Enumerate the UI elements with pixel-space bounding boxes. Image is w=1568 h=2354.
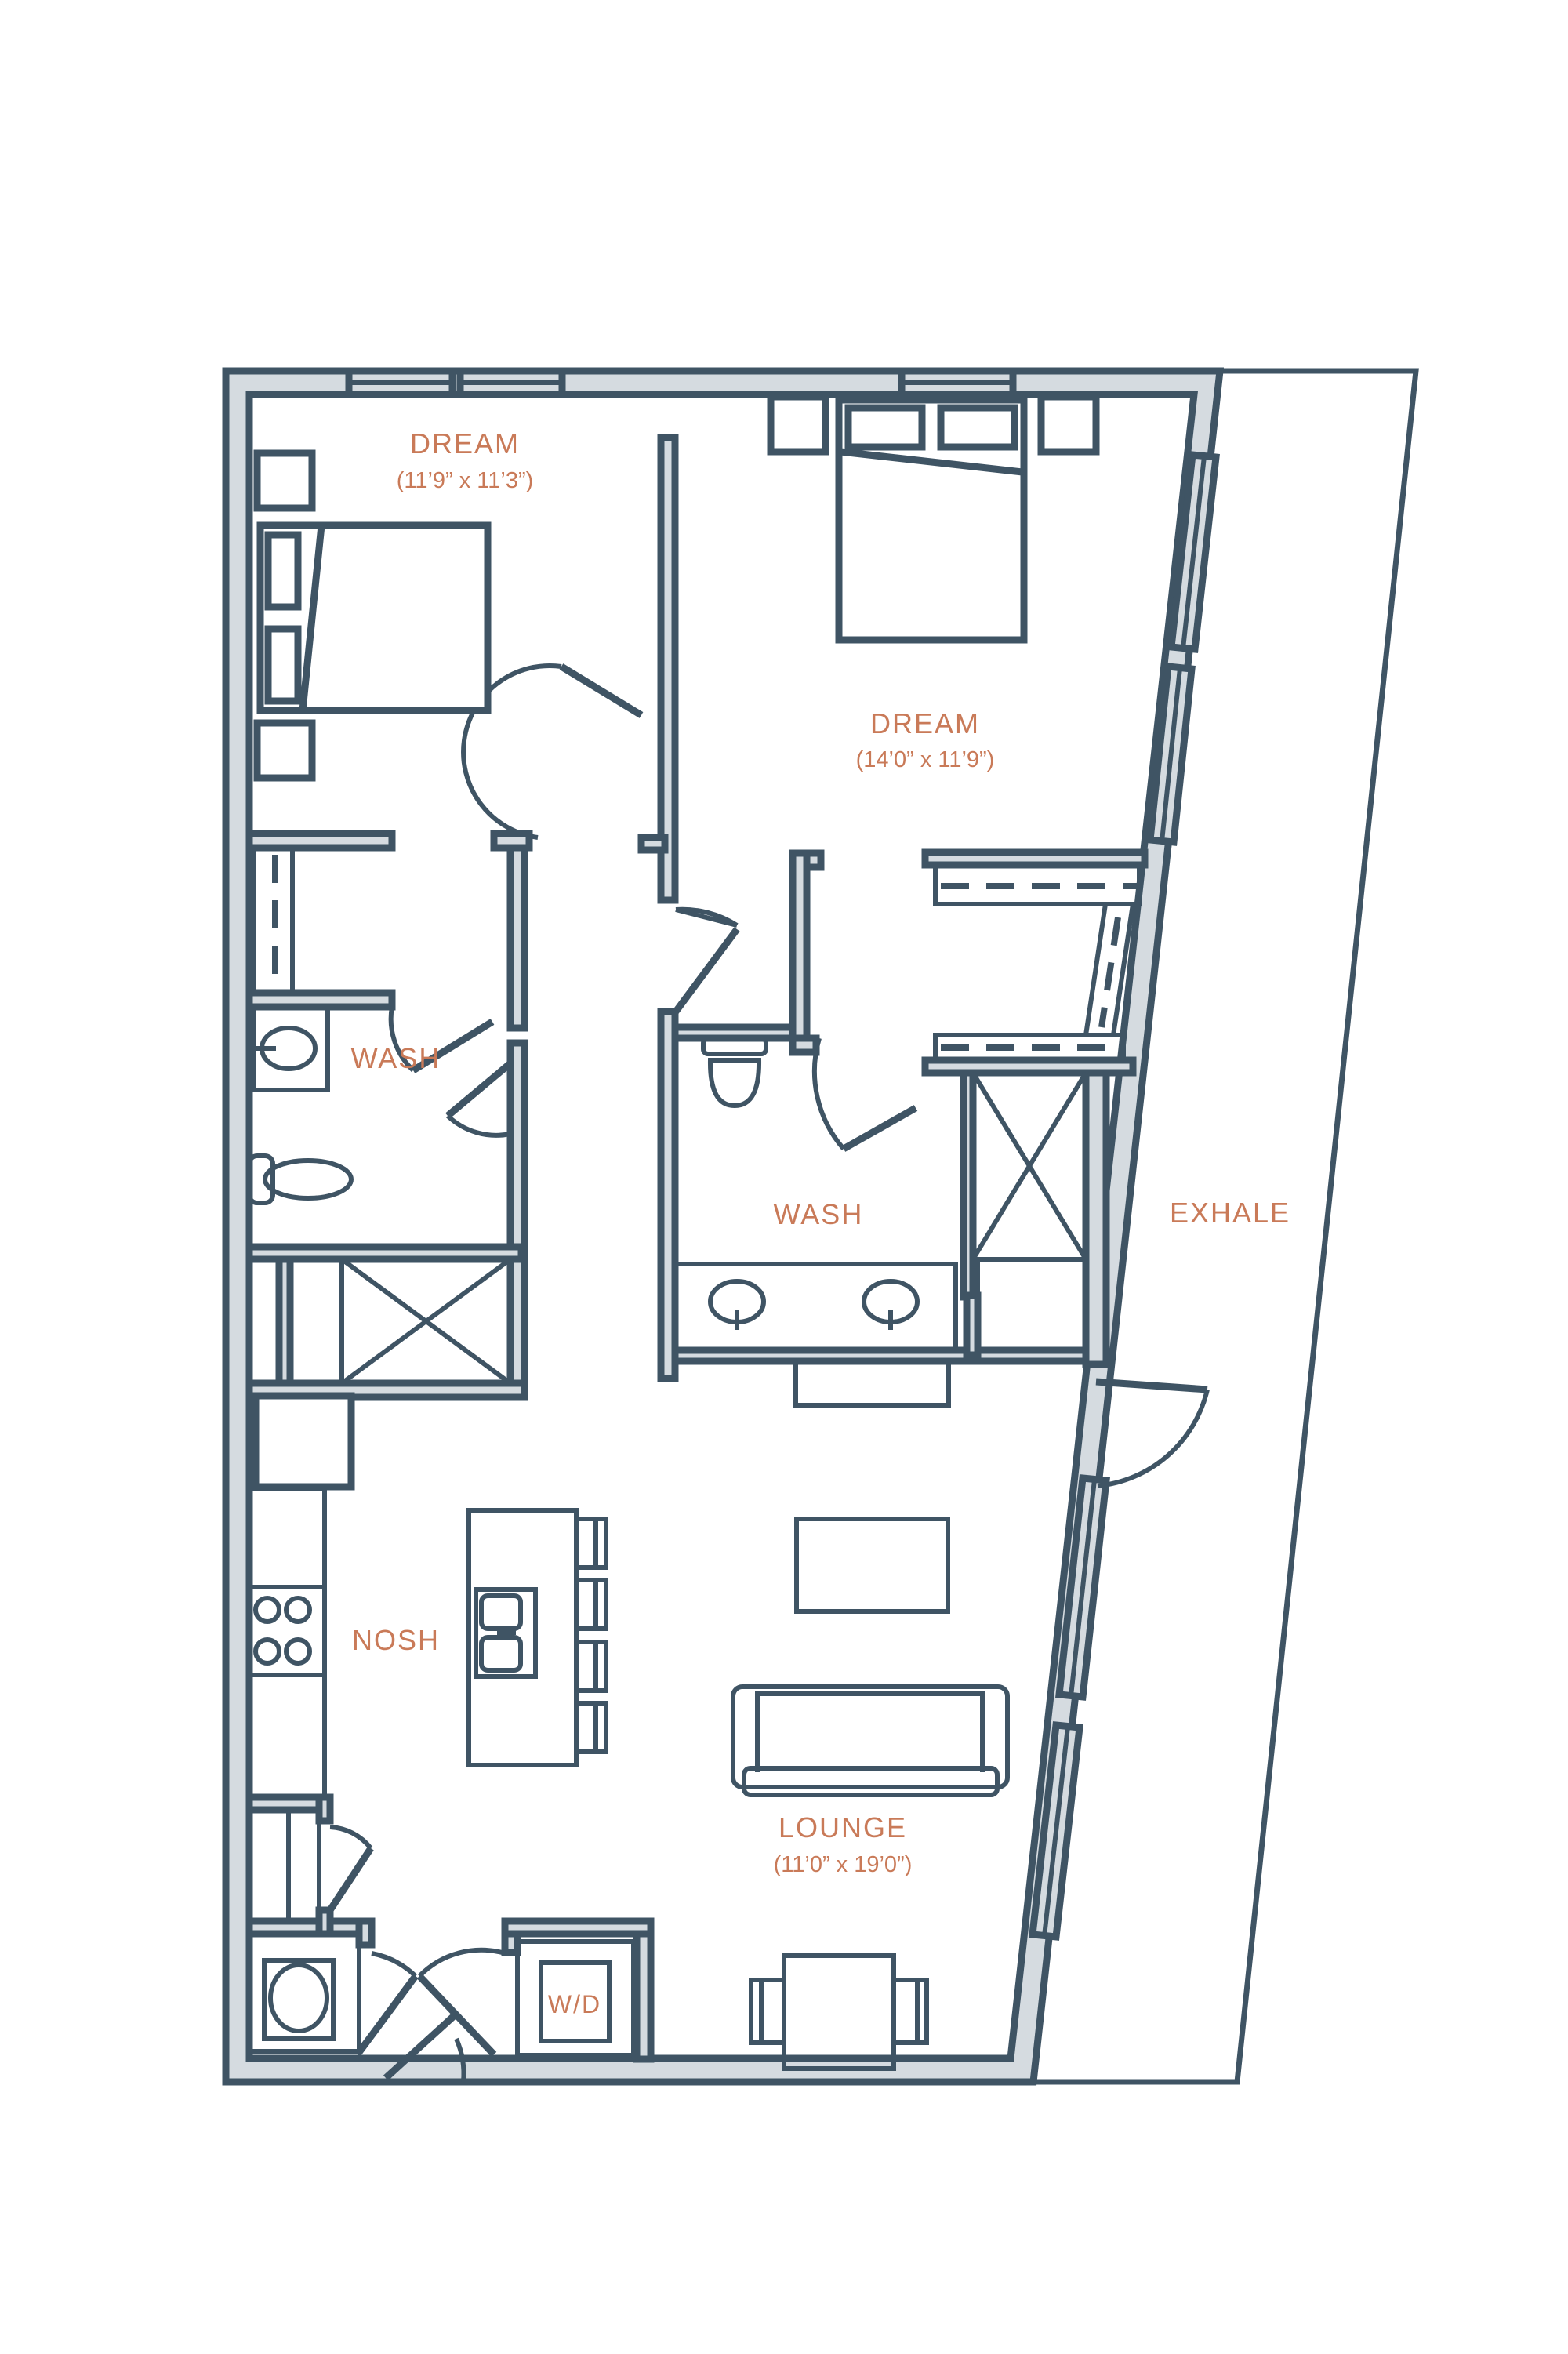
bath-1-fixtures bbox=[247, 1004, 513, 1386]
toilet-icon bbox=[263, 1158, 354, 1201]
washer-dryer bbox=[539, 1960, 612, 2043]
counter bbox=[247, 1486, 327, 1800]
console bbox=[793, 1359, 951, 1408]
pillow bbox=[264, 625, 302, 705]
bedroom-1-label: DREAM bbox=[410, 427, 520, 460]
water-heater-closet bbox=[247, 1931, 361, 2054]
dining-table bbox=[782, 1953, 896, 2071]
burner-icon bbox=[284, 1596, 312, 1624]
sink-icon bbox=[474, 1587, 538, 1679]
nightstand bbox=[253, 719, 316, 782]
nightstand bbox=[767, 393, 829, 456]
burner-icon bbox=[284, 1637, 312, 1666]
nightstand bbox=[253, 449, 316, 512]
chair bbox=[891, 1978, 929, 2045]
right-windows bbox=[1029, 451, 1220, 1941]
doors bbox=[327, 663, 1210, 2083]
pillow bbox=[844, 404, 926, 451]
living-label: LOUNGE bbox=[779, 1811, 907, 1844]
toilet-icon bbox=[707, 1058, 762, 1109]
lounge-furniture bbox=[731, 1517, 1010, 2071]
room-labels: DREAM (11’9” x 11’3”) DREAM (14’0” x 11’… bbox=[351, 427, 1290, 2018]
laundry-fixtures bbox=[247, 1931, 636, 2058]
stool bbox=[574, 1701, 608, 1754]
closet bbox=[933, 1033, 1126, 1063]
balcony-label: EXHALE bbox=[1170, 1197, 1290, 1229]
toilet-tank bbox=[247, 1153, 275, 1205]
double-vanity bbox=[673, 1262, 958, 1353]
kitchen-island bbox=[466, 1508, 579, 1767]
burner-icon bbox=[253, 1596, 281, 1624]
stool bbox=[574, 1517, 608, 1570]
refrigerator bbox=[252, 1392, 355, 1491]
living-dimensions: (11’0” x 19’0”) bbox=[774, 1852, 913, 1877]
vanity bbox=[251, 1004, 330, 1092]
nightstand bbox=[1037, 393, 1100, 456]
kitchen-fixtures bbox=[247, 1392, 608, 1924]
bedroom-1-dimensions: (11’9” x 11’3”) bbox=[397, 468, 534, 493]
burner-icon bbox=[253, 1637, 281, 1666]
pantry bbox=[247, 1807, 321, 1924]
laundry-closet bbox=[515, 1939, 636, 2058]
closet bbox=[933, 863, 1142, 906]
pillow bbox=[937, 404, 1018, 451]
water-heater-icon bbox=[268, 1963, 329, 2033]
bedroom-2-label: DREAM bbox=[870, 707, 980, 739]
bedroom-1-furniture bbox=[251, 449, 492, 995]
laundry-label: W/D bbox=[548, 1990, 601, 2018]
bath-1-label: WASH bbox=[351, 1042, 441, 1074]
sofa bbox=[731, 1684, 1010, 1789]
stool bbox=[574, 1578, 608, 1631]
bedroom-2-furniture bbox=[767, 393, 1142, 1063]
coffee-table bbox=[794, 1517, 950, 1614]
bath-2-label: WASH bbox=[774, 1198, 864, 1230]
stool bbox=[574, 1640, 608, 1693]
top-windows bbox=[345, 367, 1017, 398]
pillow bbox=[264, 531, 302, 611]
bath-2-fixtures bbox=[673, 1036, 1088, 1408]
bedroom-2-dimensions: (14’0” x 11’9”) bbox=[856, 747, 995, 772]
interior-walls bbox=[245, 434, 1149, 2063]
kitchen-label: NOSH bbox=[352, 1624, 440, 1656]
closet bbox=[251, 845, 295, 995]
chair bbox=[749, 1978, 786, 2045]
